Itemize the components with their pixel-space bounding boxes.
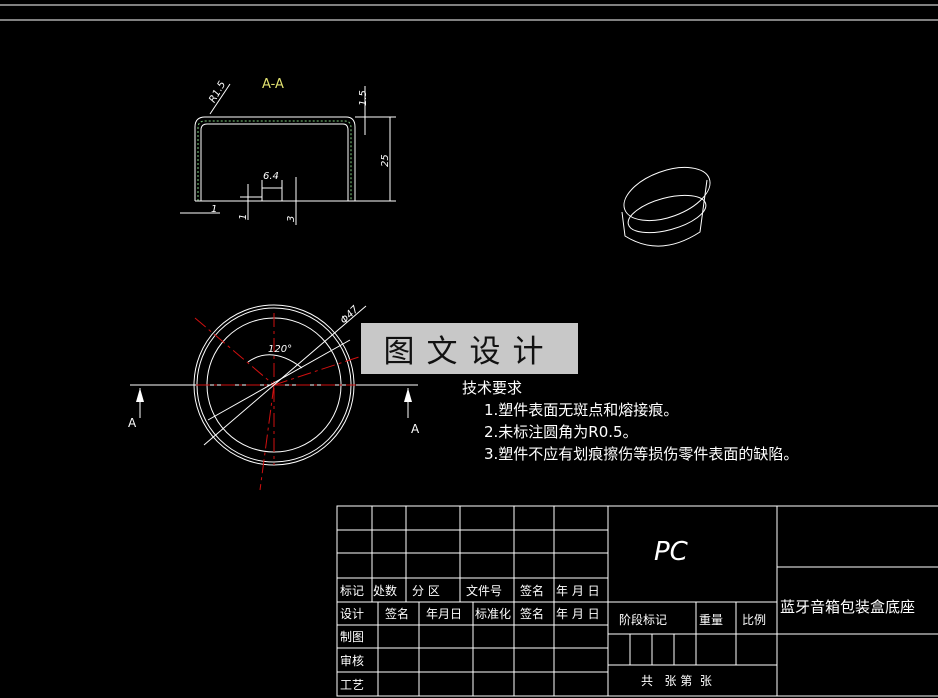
isometric-view (621, 166, 711, 247)
title-block (336, 505, 938, 697)
cell-label: 签名 (520, 583, 544, 598)
title-block-text: PC 蓝牙音箱包装盒底座 标记 处数 分 区 文件号 签名 年 月 日 设计 签… (340, 537, 915, 692)
dim-height: 25 (380, 154, 391, 167)
material-label: PC (654, 537, 689, 567)
cell-label: 标记 (340, 584, 364, 598)
cell-label: 制图 (340, 630, 364, 644)
section-view: A-A R1.5 1.5 25 6.4 1 1 3 (180, 77, 396, 225)
cut-label-right: A (411, 422, 420, 436)
cell-label: 审核 (340, 653, 364, 668)
requirements-heading: 技术要求 (462, 379, 522, 397)
dim-3: 3 (286, 216, 297, 222)
cell-label: 年 月 日 (556, 584, 600, 598)
requirement-item: 3.塑件不应有划痕擦伤等损伤零件表面的缺陷。 (484, 445, 798, 463)
technical-requirements: 技术要求 1.塑件表面无斑点和熔接痕。 2.未标注圆角为R0.5。 3.塑件不应… (462, 379, 798, 463)
cell-label: 工艺 (340, 678, 364, 692)
cell-label: 分 区 (412, 584, 440, 598)
cut-label-left: A (128, 416, 137, 430)
requirement-item: 2.未标注圆角为R0.5。 (484, 423, 638, 441)
cell-label: 文件号 (466, 583, 502, 598)
cell-label: 年月日 (426, 607, 462, 621)
scale-label: 比例 (742, 613, 766, 627)
dim-thickness: 1.5 (358, 90, 369, 106)
part-name: 蓝牙音箱包装盒底座 (780, 598, 915, 616)
stage-label: 阶段标记 (619, 612, 667, 627)
cell-label: 处数 (373, 583, 397, 598)
cell-label: 设计 (340, 607, 364, 621)
plan-view: 120° Φ47 A A (128, 304, 420, 491)
angle-label: 120° (268, 344, 292, 355)
watermark: 图文设计 (361, 323, 578, 374)
sheet-count: 共 张 第 张 (641, 674, 712, 688)
weight-label: 重量 (699, 613, 723, 627)
cell-label: 年 月 日 (556, 607, 600, 621)
cell-label: 签名 (520, 606, 544, 621)
cell-label: 签名 (385, 606, 409, 621)
dim-width: 6.4 (263, 171, 279, 182)
diameter-label: Φ47 (339, 304, 362, 327)
section-label: A-A (262, 77, 284, 92)
cell-label: 标准化 (475, 607, 511, 621)
dim-1: 1 (211, 204, 217, 215)
dim-1b: 1 (238, 214, 249, 220)
requirement-item: 1.塑件表面无斑点和熔接痕。 (484, 401, 678, 419)
